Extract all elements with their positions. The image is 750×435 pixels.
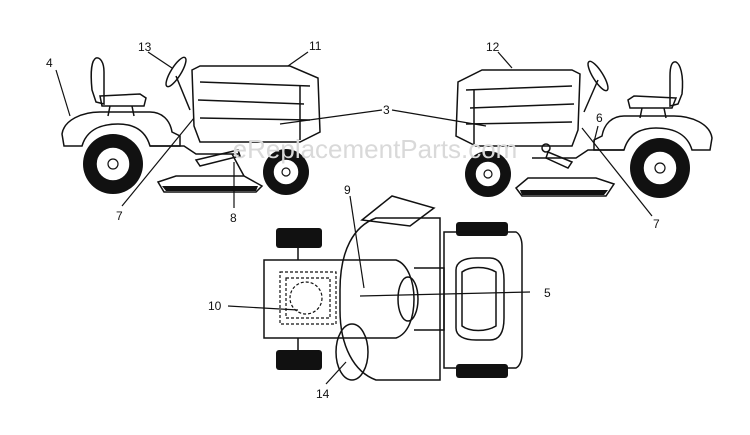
watermark-text: eReplacementParts.com — [233, 134, 518, 164]
tractor-top-view — [263, 195, 523, 381]
callout-labels: 13 11 4 3 7 8 12 6 7 9 10 5 14 — [46, 39, 660, 401]
callout-4: 4 — [46, 56, 53, 70]
tractor-left-side-view — [61, 56, 321, 195]
callout-13: 13 — [138, 40, 152, 54]
callout-10: 10 — [208, 299, 222, 313]
callout-7-left: 7 — [116, 209, 123, 223]
callout-11: 11 — [309, 39, 322, 53]
callout-3: 3 — [383, 103, 390, 117]
callout-9: 9 — [344, 183, 351, 197]
tractor-right-side-view — [455, 60, 713, 198]
callout-12: 12 — [486, 40, 500, 54]
callout-7-right: 7 — [653, 217, 660, 231]
callout-6: 6 — [596, 111, 603, 125]
callout-8: 8 — [230, 211, 237, 225]
leader-lines — [55, 51, 653, 385]
callout-5: 5 — [544, 286, 551, 300]
callout-14: 14 — [316, 387, 330, 401]
